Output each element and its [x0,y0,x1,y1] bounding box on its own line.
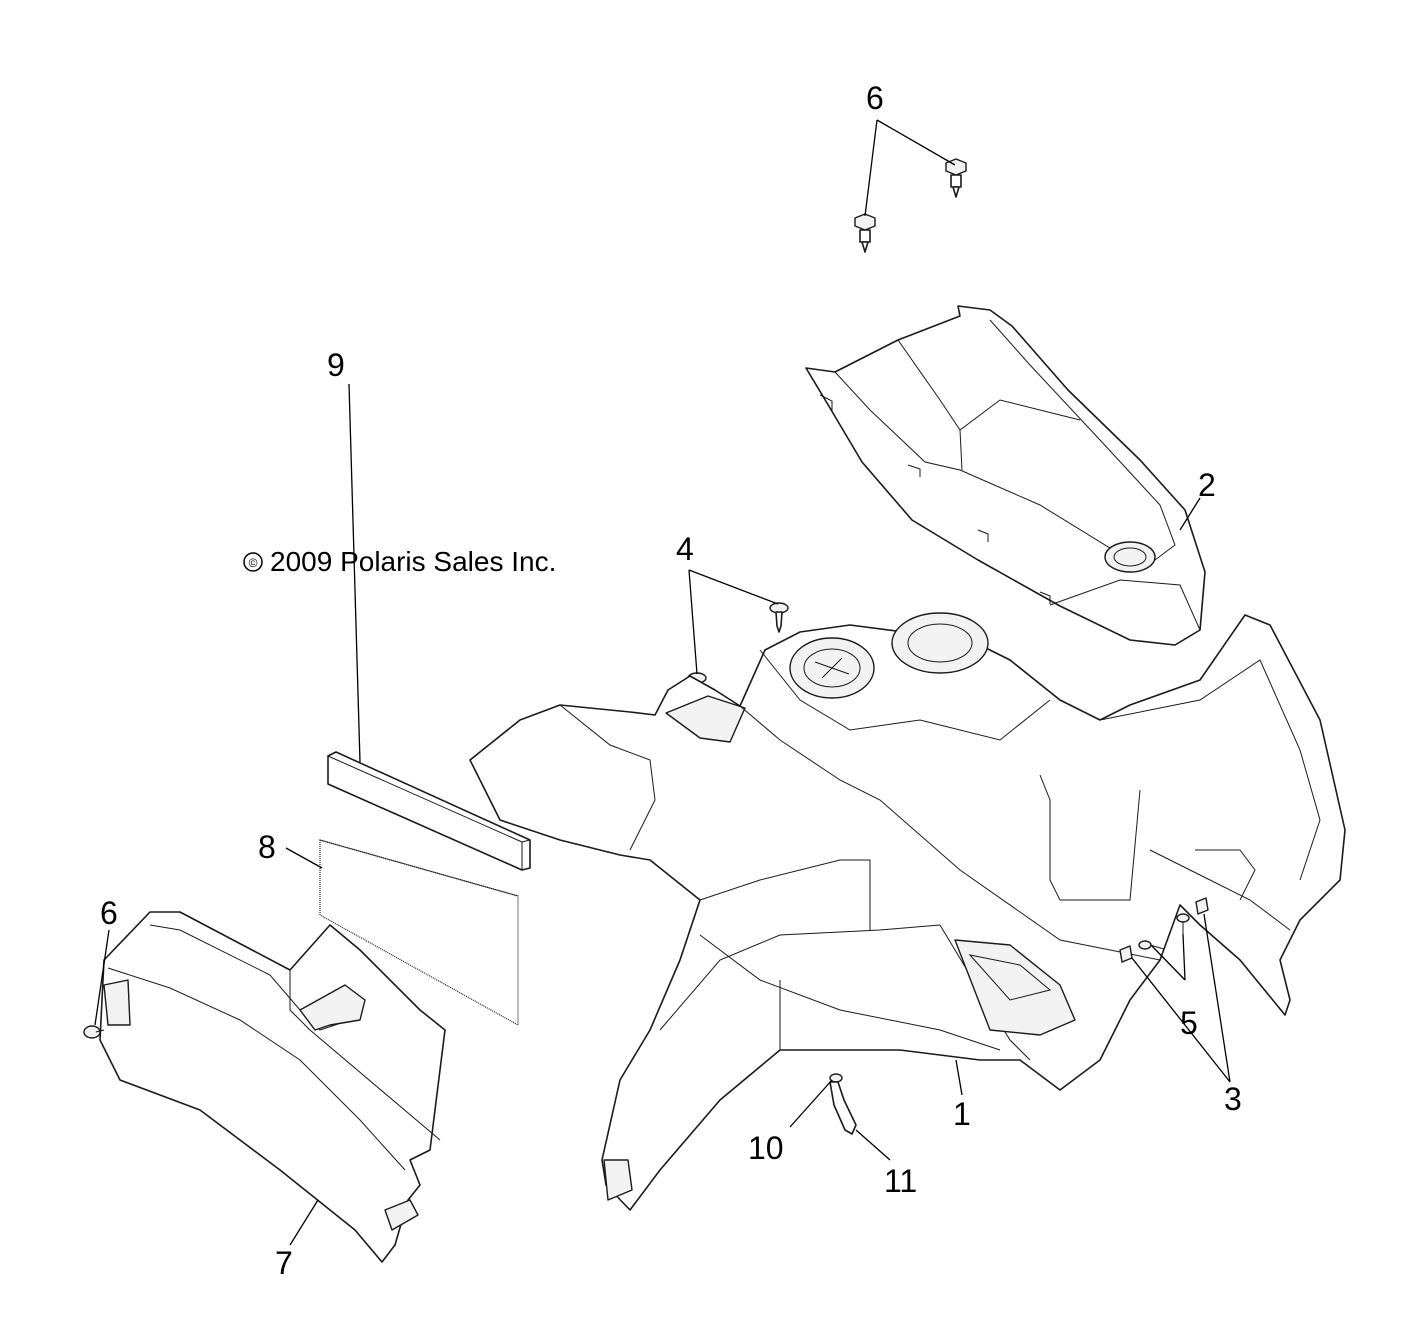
callout-1: 1 [953,1096,971,1132]
part-2-fender-cover [805,305,1206,646]
callout-3: 3 [1224,1081,1242,1117]
copyright-text: 2009 Polaris Sales Inc. [270,546,556,577]
screw-4-upper [769,602,789,633]
callout-6-left: 6 [100,895,118,931]
callout-6-top: 6 [866,80,884,116]
screw-5-a [1138,940,1165,950]
callouts: 6 2 4 9 8 6 7 1 10 11 5 3 [100,80,1242,1281]
callout-4: 4 [676,531,694,567]
callout-2: 2 [1198,467,1216,503]
fastener-6-top-right [945,158,967,198]
callout-5: 5 [1180,1005,1198,1041]
part-9-foam-strip [327,751,531,871]
screw-5-b [1176,913,1190,936]
fastener-6-left [83,1025,105,1039]
part-8-decal-sheet [319,839,519,1027]
hose-11 [829,1081,857,1135]
copyright-notice: © 2009 Polaris Sales Inc. [243,546,556,577]
part-7-side-panel [99,911,446,1263]
callout-8: 8 [258,829,276,865]
callout-10: 10 [748,1130,784,1166]
callout-7: 7 [275,1245,293,1281]
callout-11: 11 [884,1163,917,1199]
copyright-circle-icon [243,552,263,572]
part-1-front-cab [469,612,1346,1211]
leader-lines [94,119,1231,1246]
copyright-symbol: © [249,556,258,570]
fastener-6-top-left [854,213,876,253]
clip-nut-3-b [1195,897,1209,915]
callout-9: 9 [327,347,345,383]
